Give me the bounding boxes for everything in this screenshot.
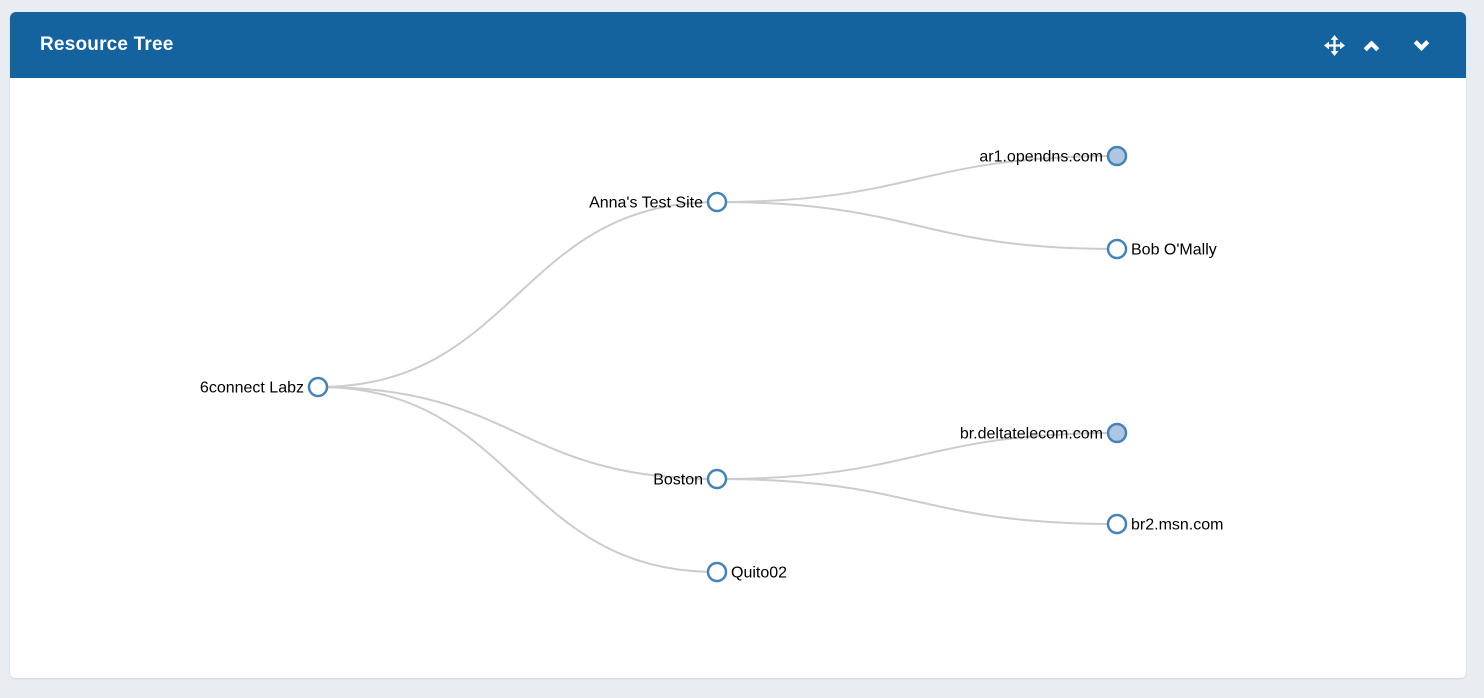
panel-header: Resource Tree bbox=[10, 12, 1466, 78]
tree-node-6connect-labz[interactable]: 6connect Labz bbox=[200, 376, 329, 398]
tree-node-circle-annas-test-site[interactable] bbox=[706, 191, 728, 213]
move-button[interactable] bbox=[1323, 34, 1345, 56]
resource-tree-panel: Resource Tree bbox=[10, 12, 1466, 678]
tree-node-label-6connect-labz[interactable]: 6connect Labz bbox=[200, 380, 304, 397]
tree-node-label-bob-omally[interactable]: Bob O'Mally bbox=[1131, 242, 1217, 259]
tree-link-6connect-labz-to-annas-test-site bbox=[317, 201, 718, 388]
tree-node-label-br2-msn-com[interactable]: br2.msn.com bbox=[1131, 517, 1223, 534]
tree-node-label-boston[interactable]: Boston bbox=[653, 472, 703, 489]
tree-node-label-annas-test-site[interactable]: Anna's Test Site bbox=[589, 195, 703, 212]
tree-node-ar1-opendns-com[interactable]: ar1.opendns.com bbox=[979, 145, 1128, 167]
tree-node-boston[interactable]: Boston bbox=[653, 468, 728, 490]
collapse-panel-button[interactable] bbox=[1360, 34, 1382, 56]
chevron-down-icon bbox=[1411, 35, 1432, 56]
tree-node-annas-test-site[interactable]: Anna's Test Site bbox=[589, 191, 728, 213]
tree-node-bob-omally[interactable]: Bob O'Mally bbox=[1106, 238, 1217, 260]
resource-tree-canvas: 6connect Labz Anna's Test Site ar1.opendns… bbox=[10, 78, 1466, 678]
tree-node-circle-quito02[interactable] bbox=[706, 561, 728, 583]
tree-link-annas-test-site-to-bob-omally bbox=[716, 201, 1118, 250]
tree-node-circle-br-deltatelecom-com[interactable] bbox=[1106, 422, 1128, 444]
tree-link-6connect-labz-to-boston bbox=[317, 386, 718, 480]
tree-link-6connect-labz-to-quito02 bbox=[317, 386, 718, 573]
tree-link-boston-to-br2-msn-com bbox=[716, 478, 1118, 525]
tree-svg: 6connect Labz Anna's Test Site ar1.opendns… bbox=[200, 145, 1223, 583]
tree-node-circle-6connect-labz[interactable] bbox=[307, 376, 329, 398]
tree-node-circle-boston[interactable] bbox=[706, 468, 728, 490]
expand-panel-button[interactable] bbox=[1410, 34, 1432, 56]
tree-node-label-ar1-opendns-com[interactable]: ar1.opendns.com bbox=[979, 149, 1103, 166]
tree-node-br-deltatelecom-com[interactable]: br.deltatelecom.com bbox=[960, 422, 1128, 444]
tree-node-circle-ar1-opendns-com[interactable] bbox=[1106, 145, 1128, 167]
panel-header-controls bbox=[1323, 34, 1432, 56]
tree-node-br2-msn-com[interactable]: br2.msn.com bbox=[1106, 513, 1223, 535]
tree-link-annas-test-site-to-ar1-opendns-com bbox=[716, 155, 1118, 203]
tree-node-circle-br2-msn-com[interactable] bbox=[1106, 513, 1128, 535]
tree-node-quito02[interactable]: Quito02 bbox=[706, 561, 787, 583]
move-icon bbox=[1323, 34, 1345, 56]
chevron-up-icon bbox=[1361, 35, 1382, 56]
tree-node-label-quito02[interactable]: Quito02 bbox=[731, 565, 787, 582]
tree-node-circle-bob-omally[interactable] bbox=[1106, 238, 1128, 260]
panel-title: Resource Tree bbox=[40, 34, 174, 55]
tree-node-label-br-deltatelecom-com[interactable]: br.deltatelecom.com bbox=[960, 426, 1103, 443]
tree-link-boston-to-br-deltatelecom-com bbox=[716, 432, 1118, 480]
